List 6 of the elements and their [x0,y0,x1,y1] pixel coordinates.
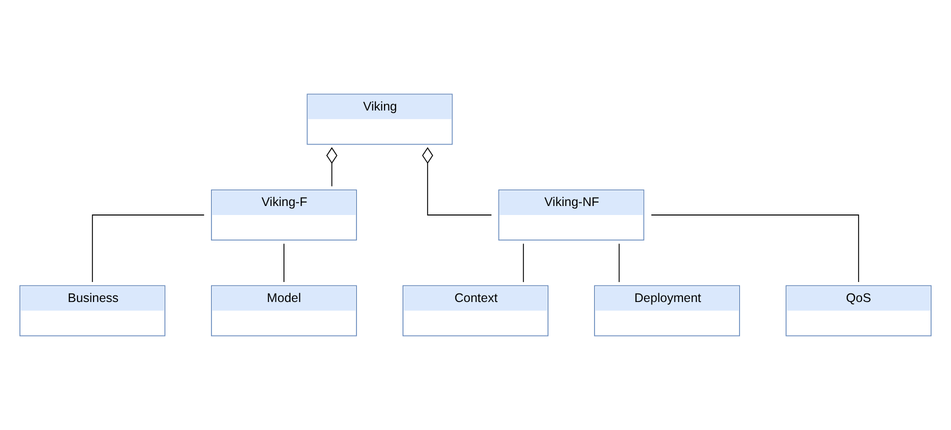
connector [618,243,620,282]
connector [650,214,860,282]
connector [92,214,205,282]
connector [522,243,524,282]
connector [422,147,492,216]
connector [326,147,338,187]
